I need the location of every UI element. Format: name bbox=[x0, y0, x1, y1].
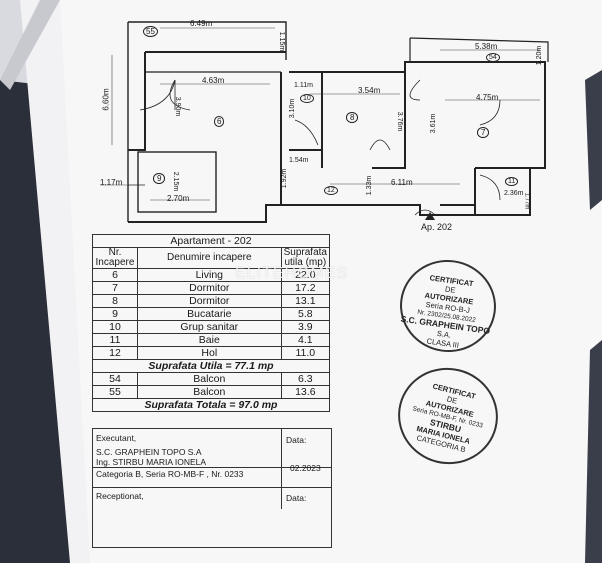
util-area: Suprafata Utila = 77.1 mp bbox=[92, 359, 330, 373]
category-text: Categoria B, Seria RO-MB-F , Nr. 0233 bbox=[96, 469, 244, 479]
header-nr: Nr. Incapere bbox=[92, 247, 138, 269]
data-label: Data: bbox=[286, 435, 307, 445]
plan-room-10: 10 bbox=[300, 94, 314, 103]
total-area: Suprafata Totala = 97.0 mp bbox=[92, 398, 330, 412]
plan-dim-376: 3.76m bbox=[396, 111, 404, 132]
plan-room-55: 55 bbox=[143, 26, 158, 37]
plan-room-8: 8 bbox=[346, 112, 359, 123]
plan-dim-463: 4.63m bbox=[202, 76, 225, 85]
plan-dim-117: 1.17m bbox=[100, 178, 123, 187]
plan-room-7: 7 bbox=[477, 127, 490, 138]
plan-dim-177: 1.77m bbox=[523, 192, 530, 210]
plan-dim-120: 1.20m bbox=[536, 45, 544, 66]
engineer-name: Ing. STIRBU MARIA IONELA bbox=[96, 457, 207, 467]
plan-dim-236: 2.36m bbox=[504, 190, 524, 197]
plan-dim-390: 3.90m bbox=[174, 96, 182, 117]
plan-dim-660: 6.60m bbox=[101, 88, 111, 111]
plan-room-9: 9 bbox=[153, 173, 166, 184]
company-name: S.C. GRAPHEIN TOPO S.A bbox=[96, 447, 202, 457]
plan-dim-310: 3.10m bbox=[289, 98, 297, 119]
plan-dim-133: 1.33m bbox=[366, 175, 374, 196]
plan-dim-354: 3.54m bbox=[358, 86, 381, 95]
plan-room-11: 11 bbox=[505, 177, 519, 186]
plan-dim-611: 6.11m bbox=[391, 178, 413, 187]
plan-dim-111: 1.11m bbox=[294, 82, 313, 89]
plan-room-12: 12 bbox=[324, 186, 338, 195]
table-title: Apartament - 202 bbox=[92, 234, 330, 248]
plan-entrance-label: Ap. 202 bbox=[421, 222, 453, 232]
plan-dim-475: 4.75m bbox=[476, 93, 499, 102]
plan-dim-115: 1.15m bbox=[278, 31, 286, 52]
date-value: 02.2023 bbox=[290, 463, 321, 473]
receptionat-label: Receptionat, bbox=[96, 491, 144, 501]
plan-dim-270: 2.70m bbox=[167, 194, 190, 203]
room-table: Apartament - 202 Nr. Incapere Denumire i… bbox=[92, 234, 331, 412]
plan-dim-154: 1.54m bbox=[289, 157, 309, 164]
plan-room-6: 6 bbox=[214, 116, 225, 127]
signature-box: Executant, Data: S.C. GRAPHEIN TOPO S.A … bbox=[92, 428, 332, 548]
plan-dim-649: 6.49m bbox=[190, 19, 213, 28]
watermark: ELITEHOMES bbox=[235, 265, 349, 282]
plan-dim-538: 5.38m bbox=[475, 42, 498, 51]
plan-dim-192: 1.92m bbox=[281, 168, 289, 189]
plan-dim-361: 3.61m bbox=[430, 113, 438, 134]
plan-room-54: 54 bbox=[486, 53, 500, 62]
data-label-2: Data: bbox=[286, 493, 307, 503]
plan-dim-215: 2.15m bbox=[172, 171, 180, 192]
executant-label: Executant, bbox=[96, 433, 137, 443]
